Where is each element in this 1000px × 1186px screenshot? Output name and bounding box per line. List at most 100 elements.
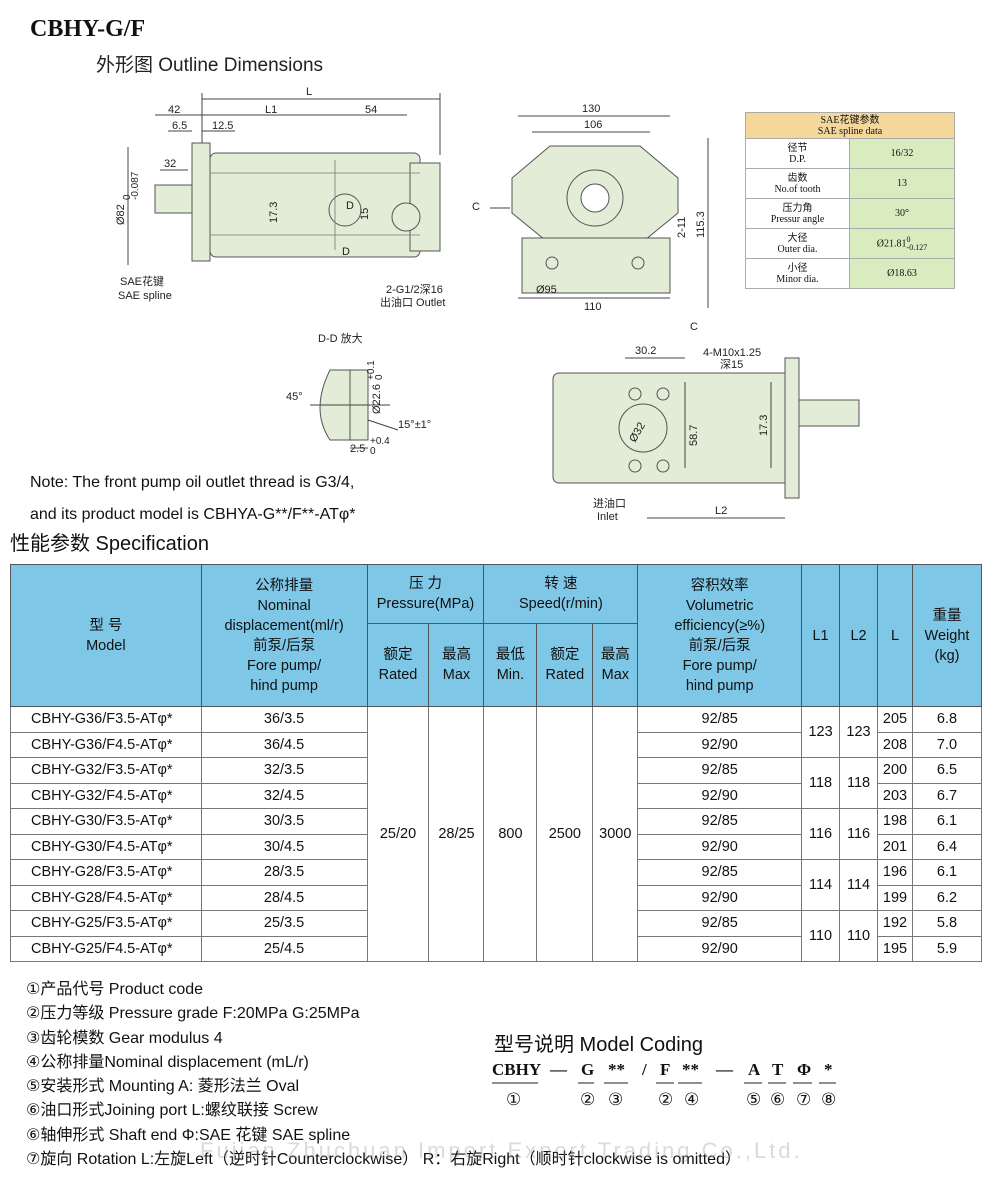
front-view-drawing: 130 106 C 2-11 115.3 Ø95 110 — [470, 98, 720, 313]
coding-part: — — [550, 1060, 567, 1079]
label-15: 15 — [359, 208, 371, 220]
label-2-5-tol-a: +0.4 — [370, 436, 390, 447]
code-legend: ①产品代号 Product code ②压力等级 Pressure grade … — [26, 978, 741, 1172]
cell-speed-rated: 2500 — [536, 706, 594, 962]
label-port: 2-G1/2深16 — [386, 283, 443, 296]
table-row: CBHY-G30/F3.5-ATφ* 30/3.5 92/85 116 116 … — [10, 808, 983, 860]
coding-part: G — [581, 1060, 595, 1079]
spec-title: 性能参数 Specification — [10, 533, 209, 555]
cell-pressure-max: 28/25 — [428, 706, 485, 962]
page-title: CBHY-G/F — [30, 16, 146, 42]
table-row: CBHY-G36/F4.5-ATφ* 36/4.5 92/90 208 7.0 — [10, 731, 983, 758]
code-item: ⑤安装形式 Mounting A: 菱形法兰 Oval — [26, 1078, 300, 1096]
table-row: CBHY-G28/F3.5-ATφ* 28/3.5 92/85 114 114 … — [10, 859, 983, 911]
code-item: ⑥轴伸形式 Shaft end Φ:SAE 花键 SAE spline — [26, 1126, 351, 1144]
label-45deg: 45° — [286, 391, 303, 403]
label-phi95: Ø95 — [536, 284, 557, 296]
code-item: ②压力等级 Pressure grade F:20MPa G:25MPa — [26, 1005, 360, 1023]
code-item: ①产品代号 Product code — [26, 981, 204, 998]
label-phi22-6-tol-b: 0 — [374, 374, 385, 380]
coding-part: ** — [682, 1060, 699, 1079]
label-D-upper: D — [346, 200, 354, 212]
note-line-1: Note: The front pump oil outlet thread i… — [30, 474, 355, 491]
coding-number: ⑦ — [796, 1090, 812, 1109]
header-L1: L1 — [801, 564, 841, 707]
code-item: ⑦旋向 Rotation L:左旋Left（逆时针Counterclockwis… — [26, 1151, 741, 1169]
table-row: CBHY-G28/F4.5-ATφ* 28/4.5 92/90 199 6.2 — [10, 884, 983, 911]
table-row: CBHY-G25/F4.5-ATφ* 25/4.5 92/90 195 5.9 — [10, 935, 983, 962]
label-2-5-tol-b: 0 — [370, 446, 376, 457]
header-L2: L2 — [839, 564, 878, 707]
label-thread: 4-M10x1.25 — [703, 347, 761, 359]
label-2-5: 2.5 — [350, 443, 365, 455]
watermark: Fujian Zhuchuan Import Export Trading Co… — [200, 1138, 803, 1163]
label-17-3: 17.3 — [268, 202, 280, 223]
label-outlet: 出油口 Outlet — [380, 295, 445, 309]
coding-part: A — [748, 1060, 761, 1079]
label-L: L — [306, 86, 312, 98]
coding-number: ⑤ — [746, 1090, 762, 1109]
coding-part: CBHY — [492, 1060, 542, 1079]
label-106: 106 — [584, 119, 602, 131]
label-6-5: 6.5 — [172, 120, 187, 132]
label-sae-en: SAE spline — [118, 290, 172, 302]
label-12-5: 12.5 — [212, 120, 233, 132]
coding-part: T — [772, 1060, 784, 1079]
label-phi82: Ø82 — [115, 204, 127, 225]
cell-pressure-rated: 25/20 — [366, 706, 430, 962]
label-130: 130 — [582, 103, 600, 115]
label-17-3b: 17.3 — [758, 415, 770, 436]
cell-speed-max: 3000 — [592, 706, 639, 962]
label-110: 110 — [584, 301, 602, 313]
header-L: L — [877, 564, 913, 707]
coding-part: / — [642, 1060, 647, 1079]
side-view-drawing: L L1 54 42 6.5 12.5 32 Ø82 0 -0.087 17.3… — [110, 85, 460, 310]
coding-number: ⑥ — [770, 1090, 786, 1109]
coding-number: ② — [580, 1090, 596, 1109]
coding-number: ③ — [608, 1090, 624, 1109]
label-phi22-6: Ø22.6 — [371, 384, 383, 414]
code-item: ③齿轮模数 Gear modulus 4 — [26, 1029, 223, 1047]
label-depth15: 深15 — [720, 358, 743, 371]
table-row: CBHY-G32/F3.5-ATφ* 32/3.5 92/85 118 118 … — [10, 757, 983, 809]
rear-view-drawing: C 30.2 4-M10x1.25 深15 Ø32 58.7 17.3 进油口 … — [545, 318, 875, 528]
cell-speed-min: 800 — [483, 706, 538, 962]
coding-part: F — [660, 1060, 671, 1079]
code-item: ④公称排量Nominal displacement (mL/r) — [26, 1053, 309, 1071]
note-line-2: and its product model is CBHYA-G**/F**-A… — [30, 506, 356, 523]
label-inlet-cn: 进油口 — [593, 496, 626, 510]
label-2-11: 2-11 — [676, 217, 688, 238]
label-32: 32 — [164, 158, 176, 170]
label-phi22-6-tol-a: +0.1 — [366, 360, 377, 380]
label-15deg: 15°±1° — [398, 419, 431, 431]
coding-number: ④ — [684, 1090, 700, 1109]
label-inlet-en: Inlet — [597, 511, 618, 523]
table-row: CBHY-G36/F3.5-ATφ* 36/3.5 25/20 28/25 80… — [10, 706, 983, 962]
coding-part: * — [824, 1060, 833, 1079]
label-58-7: 58.7 — [688, 425, 700, 446]
label-42: 42 — [168, 104, 180, 116]
coding-part: Φ — [797, 1060, 812, 1079]
label-phi82-tol-a: 0 — [122, 194, 133, 200]
table-row: CBHY-G25/F3.5-ATφ* 25/3.5 92/85 110 110 … — [10, 910, 983, 962]
label-L1: L1 — [265, 104, 277, 116]
code-item: ⑥油口形式Joining port L:螺纹联接 Screw — [26, 1102, 318, 1120]
coding-number: ⑧ — [821, 1090, 837, 1109]
label-sae-cn: SAE花键 — [120, 274, 164, 288]
